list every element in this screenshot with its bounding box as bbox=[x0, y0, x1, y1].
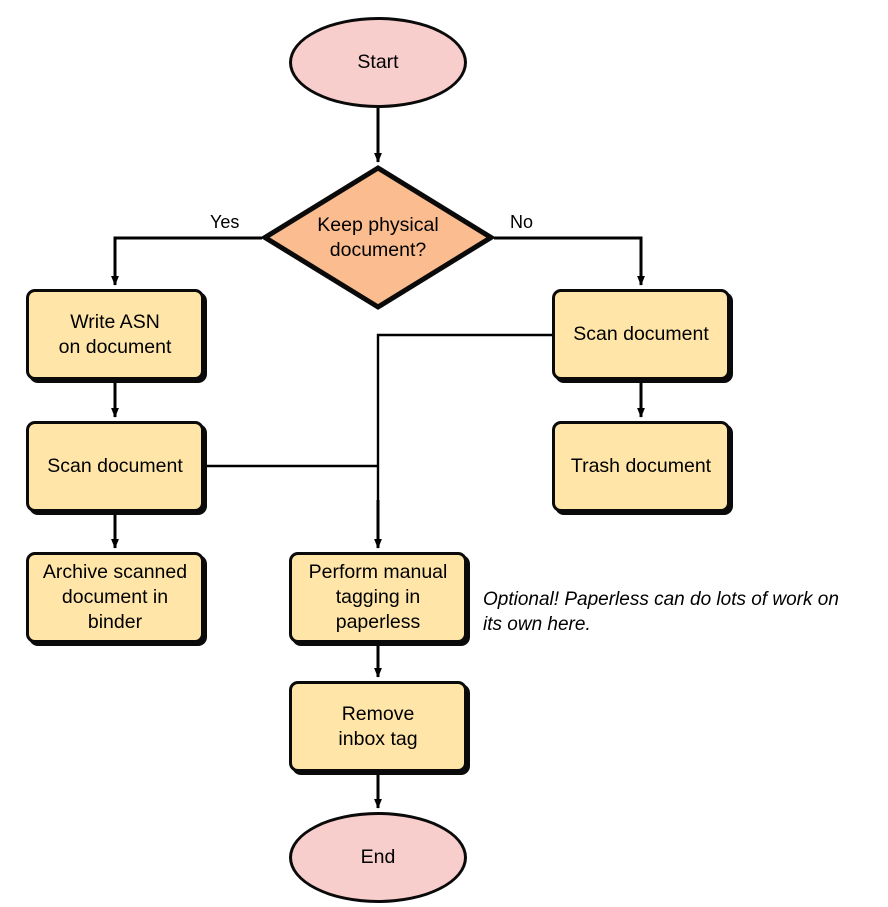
node-archive-scanned-document-in-binder[interactable]: Archive scanned document in binder bbox=[26, 552, 204, 643]
optional-note: Optional! Paperless can do lots of work … bbox=[483, 587, 883, 637]
remove-inbox-tag-line-1: Remove bbox=[341, 702, 415, 725]
node-trash-document[interactable]: Trash document bbox=[552, 421, 730, 512]
node-write-asn-on-document[interactable]: Write ASN on document bbox=[26, 289, 204, 380]
node-remove-inbox-tag-label: Remove inbox tag bbox=[338, 702, 417, 752]
optional-note-line-1: Optional! Paperless can do lots of work … bbox=[483, 589, 839, 610]
node-perform-manual-tagging-in-paperless[interactable]: Perform manual tagging in paperless bbox=[289, 552, 467, 643]
edge-decision-no-to-scan-right bbox=[494, 236, 645, 286]
node-start-label: Start bbox=[357, 51, 399, 74]
manual-tagging-line-1: Perform manual bbox=[308, 561, 448, 584]
node-keep-physical-document-label: Keep physical document? bbox=[262, 213, 494, 263]
node-trash-document-label: Trash document bbox=[570, 455, 712, 478]
manual-tagging-line-3: paperless bbox=[335, 610, 421, 633]
write-asn-line-1: Write ASN bbox=[70, 310, 160, 333]
node-archive-label: Archive scanned document in binder bbox=[43, 560, 187, 635]
node-write-asn-label: Write ASN on document bbox=[59, 310, 172, 360]
node-start[interactable]: Start bbox=[289, 17, 467, 108]
node-remove-inbox-tag[interactable]: Remove inbox tag bbox=[289, 681, 467, 772]
archive-line-3: binder bbox=[87, 610, 143, 633]
node-manual-tagging-label: Perform manual tagging in paperless bbox=[309, 560, 448, 635]
node-end-label: End bbox=[360, 846, 396, 869]
node-keep-physical-document[interactable]: Keep physical document? bbox=[262, 165, 494, 310]
node-scan-document-left[interactable]: Scan document bbox=[26, 421, 204, 512]
archive-line-1: Archive scanned bbox=[42, 561, 188, 584]
node-scan-document-left-label: Scan document bbox=[47, 455, 183, 478]
decision-label-line-1: Keep physical bbox=[317, 213, 439, 236]
write-asn-line-2: on document bbox=[58, 335, 172, 358]
remove-inbox-tag-line-2: inbox tag bbox=[338, 727, 418, 750]
node-end[interactable]: End bbox=[289, 812, 467, 903]
archive-line-2: document in bbox=[61, 586, 169, 609]
edge-decision-yes-to-write-asn bbox=[111, 236, 262, 286]
node-scan-document-right[interactable]: Scan document bbox=[552, 289, 730, 380]
node-scan-document-right-label: Scan document bbox=[573, 323, 709, 346]
optional-note-line-2: its own here. bbox=[483, 614, 591, 636]
decision-label-line-2: document? bbox=[329, 238, 427, 261]
manual-tagging-line-2: tagging in bbox=[335, 586, 421, 609]
diamond-shape bbox=[262, 165, 494, 310]
edge-scan-right-to-manual-tagging bbox=[376, 333, 552, 520]
edge-label-no: No bbox=[510, 212, 534, 232]
edge-label-yes: Yes bbox=[210, 212, 240, 232]
